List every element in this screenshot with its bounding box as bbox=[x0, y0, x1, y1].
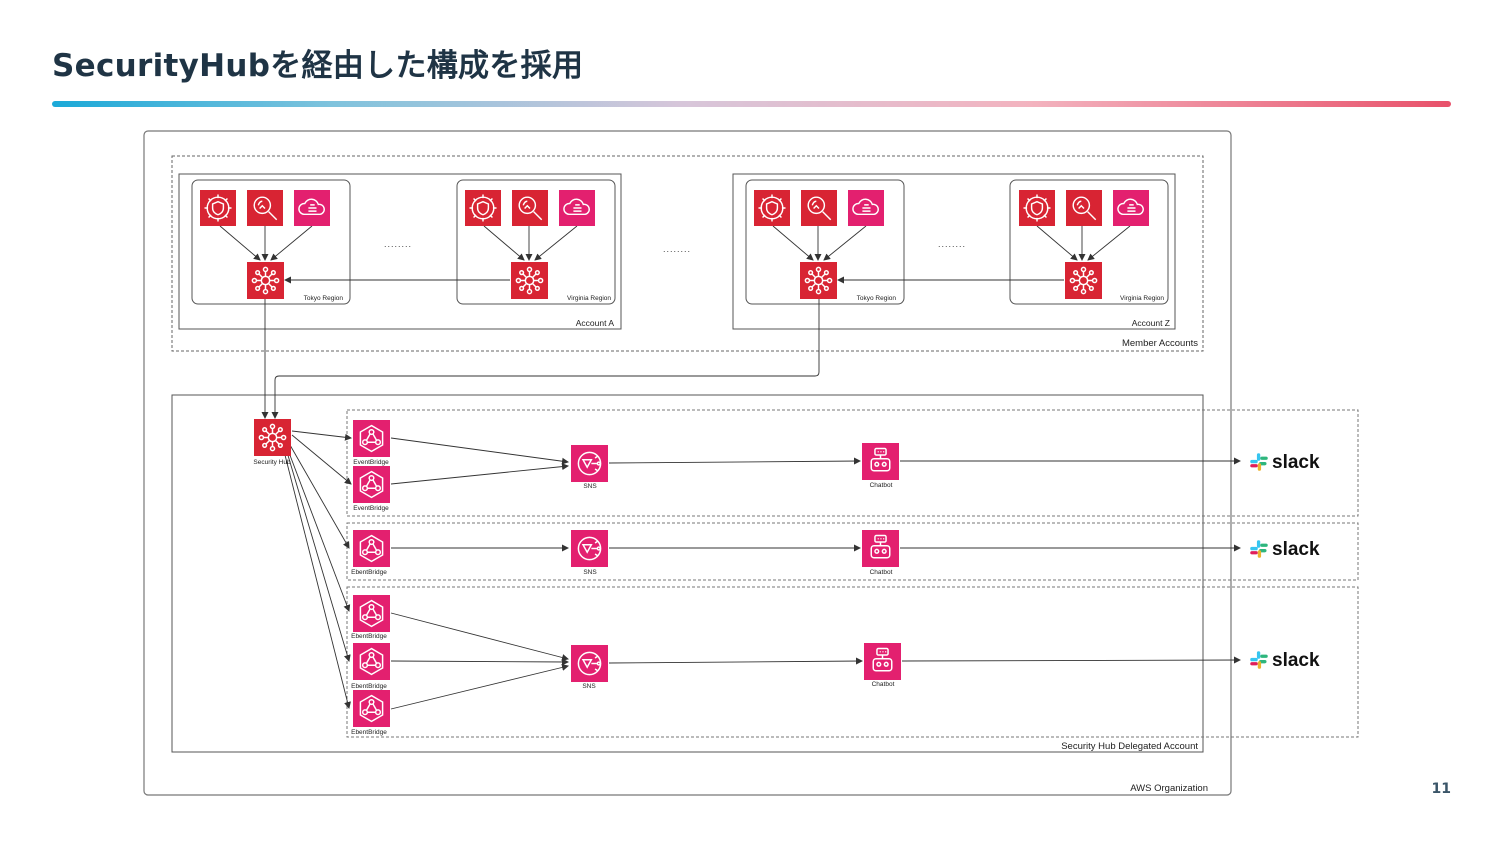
tokyo-region-box-a bbox=[191, 179, 351, 305]
arrow bbox=[271, 299, 820, 419]
tokyo-region-box-z bbox=[745, 179, 905, 305]
sns-label: SNS bbox=[583, 569, 597, 576]
notification-group-2 bbox=[346, 522, 1359, 581]
account-z-box bbox=[732, 173, 1176, 330]
tokyo-region-label-z: Tokyo Region bbox=[857, 295, 897, 302]
arrow bbox=[483, 225, 525, 261]
ebentbridge-label: EbentBridge bbox=[351, 683, 387, 690]
arrow bbox=[390, 437, 569, 465]
ellipsis-regions-z: ........ bbox=[938, 239, 966, 249]
account-a-label: Account A bbox=[576, 318, 615, 328]
aws-organization-label: AWS Organization bbox=[1130, 783, 1208, 794]
slack-icon bbox=[1250, 453, 1268, 471]
slack-logo: slack bbox=[1250, 539, 1320, 560]
chatbot-label: Chatbot bbox=[870, 482, 893, 489]
source-services-virginia-z bbox=[1019, 190, 1149, 226]
sns-label: SNS bbox=[583, 483, 597, 490]
delegated-account-box bbox=[171, 394, 1204, 753]
aws-organization-box bbox=[143, 130, 1232, 796]
arrow bbox=[390, 658, 569, 666]
virginia-region-box-z bbox=[1009, 179, 1169, 305]
source-services-tokyo-a bbox=[200, 190, 330, 226]
eventbridge-label: EventBridge bbox=[353, 459, 389, 466]
slack-wordmark: slack bbox=[1272, 452, 1320, 473]
ebentbridge-label: EbentBridge bbox=[351, 729, 387, 736]
arrow bbox=[823, 225, 867, 261]
slack-logo: slack bbox=[1250, 452, 1320, 473]
slack-logo: slack bbox=[1250, 650, 1320, 671]
member-accounts-box bbox=[171, 155, 1204, 352]
source-services-tokyo-z bbox=[754, 190, 884, 226]
slack-wordmark: slack bbox=[1272, 539, 1320, 560]
arrow bbox=[219, 225, 261, 261]
virginia-region-label-z: Virginia Region bbox=[1120, 295, 1164, 302]
source-services-virginia-a bbox=[465, 190, 595, 226]
arrow bbox=[284, 454, 351, 709]
arrow bbox=[608, 657, 863, 665]
arrow bbox=[289, 444, 350, 549]
sns-label: SNS bbox=[582, 683, 596, 690]
security-hub-label: Security Hub bbox=[253, 459, 291, 466]
page-number: 11 bbox=[1431, 781, 1451, 797]
eventbridge-label: EventBridge bbox=[353, 505, 389, 512]
member-accounts-label: Member Accounts bbox=[1122, 338, 1198, 349]
arrow bbox=[390, 463, 569, 485]
slack-wordmark: slack bbox=[1272, 650, 1320, 671]
arrow bbox=[608, 457, 861, 465]
title-underline bbox=[52, 101, 1451, 107]
virginia-region-label-a: Virginia Region bbox=[567, 295, 611, 302]
arrow bbox=[291, 430, 352, 441]
arrow bbox=[270, 225, 313, 261]
notification-group-1 bbox=[346, 409, 1359, 517]
ellipsis-regions-a: ........ bbox=[384, 239, 412, 249]
arrow bbox=[286, 451, 351, 662]
arrow bbox=[1036, 225, 1078, 261]
slide-title: SecurityHubを経由した構成を採用 bbox=[52, 48, 584, 84]
account-z-label: Account Z bbox=[1132, 318, 1170, 328]
ebentbridge-label: EbentBridge bbox=[351, 633, 387, 640]
notification-group-3 bbox=[346, 586, 1359, 738]
delegated-account-label: Security Hub Delegated Account bbox=[1061, 741, 1198, 752]
slack-icon bbox=[1250, 540, 1268, 558]
tokyo-region-label-a: Tokyo Region bbox=[304, 295, 344, 302]
arrow bbox=[901, 656, 1241, 664]
arrow bbox=[390, 664, 569, 710]
chatbot-label: Chatbot bbox=[872, 681, 895, 688]
arrow bbox=[534, 225, 578, 261]
virginia-region-box-a bbox=[456, 179, 616, 305]
arrow bbox=[291, 434, 352, 485]
arrow bbox=[287, 449, 351, 612]
arrow bbox=[772, 225, 814, 261]
arrow bbox=[390, 612, 569, 661]
slack-icon bbox=[1250, 651, 1268, 669]
arrow bbox=[1087, 225, 1131, 261]
ellipsis-accounts: ........ bbox=[663, 244, 691, 254]
ebentbridge-label: EbentBridge bbox=[351, 569, 387, 576]
chatbot-label: Chatbot bbox=[870, 569, 893, 576]
account-a-box bbox=[178, 173, 622, 330]
